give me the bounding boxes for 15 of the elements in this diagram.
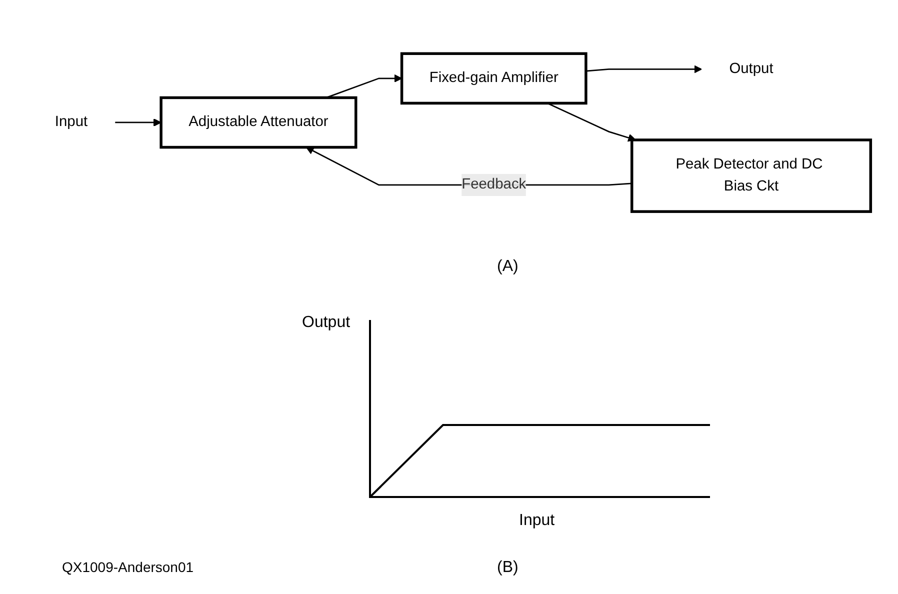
process-box: Adjustable Attenuator (160, 96, 358, 149)
process-box: Fixed-gain Amplifier (400, 52, 588, 105)
arrow (586, 65, 702, 74)
panel-label: (B) (497, 559, 518, 577)
panel-label: (A) (497, 258, 518, 276)
arrow (547, 102, 636, 142)
signal-label: Input (54, 114, 88, 130)
edge-label: Feedback (462, 174, 526, 196)
arrow (326, 74, 402, 98)
axis-label: Output (302, 314, 350, 332)
figure-id: QX1009-Anderson01 (62, 559, 194, 575)
axis-label: Input (519, 512, 555, 530)
process-box: Peak Detector and DC Bias Ckt (630, 138, 872, 213)
signal-label: Output (729, 60, 774, 77)
arrow (115, 118, 162, 127)
